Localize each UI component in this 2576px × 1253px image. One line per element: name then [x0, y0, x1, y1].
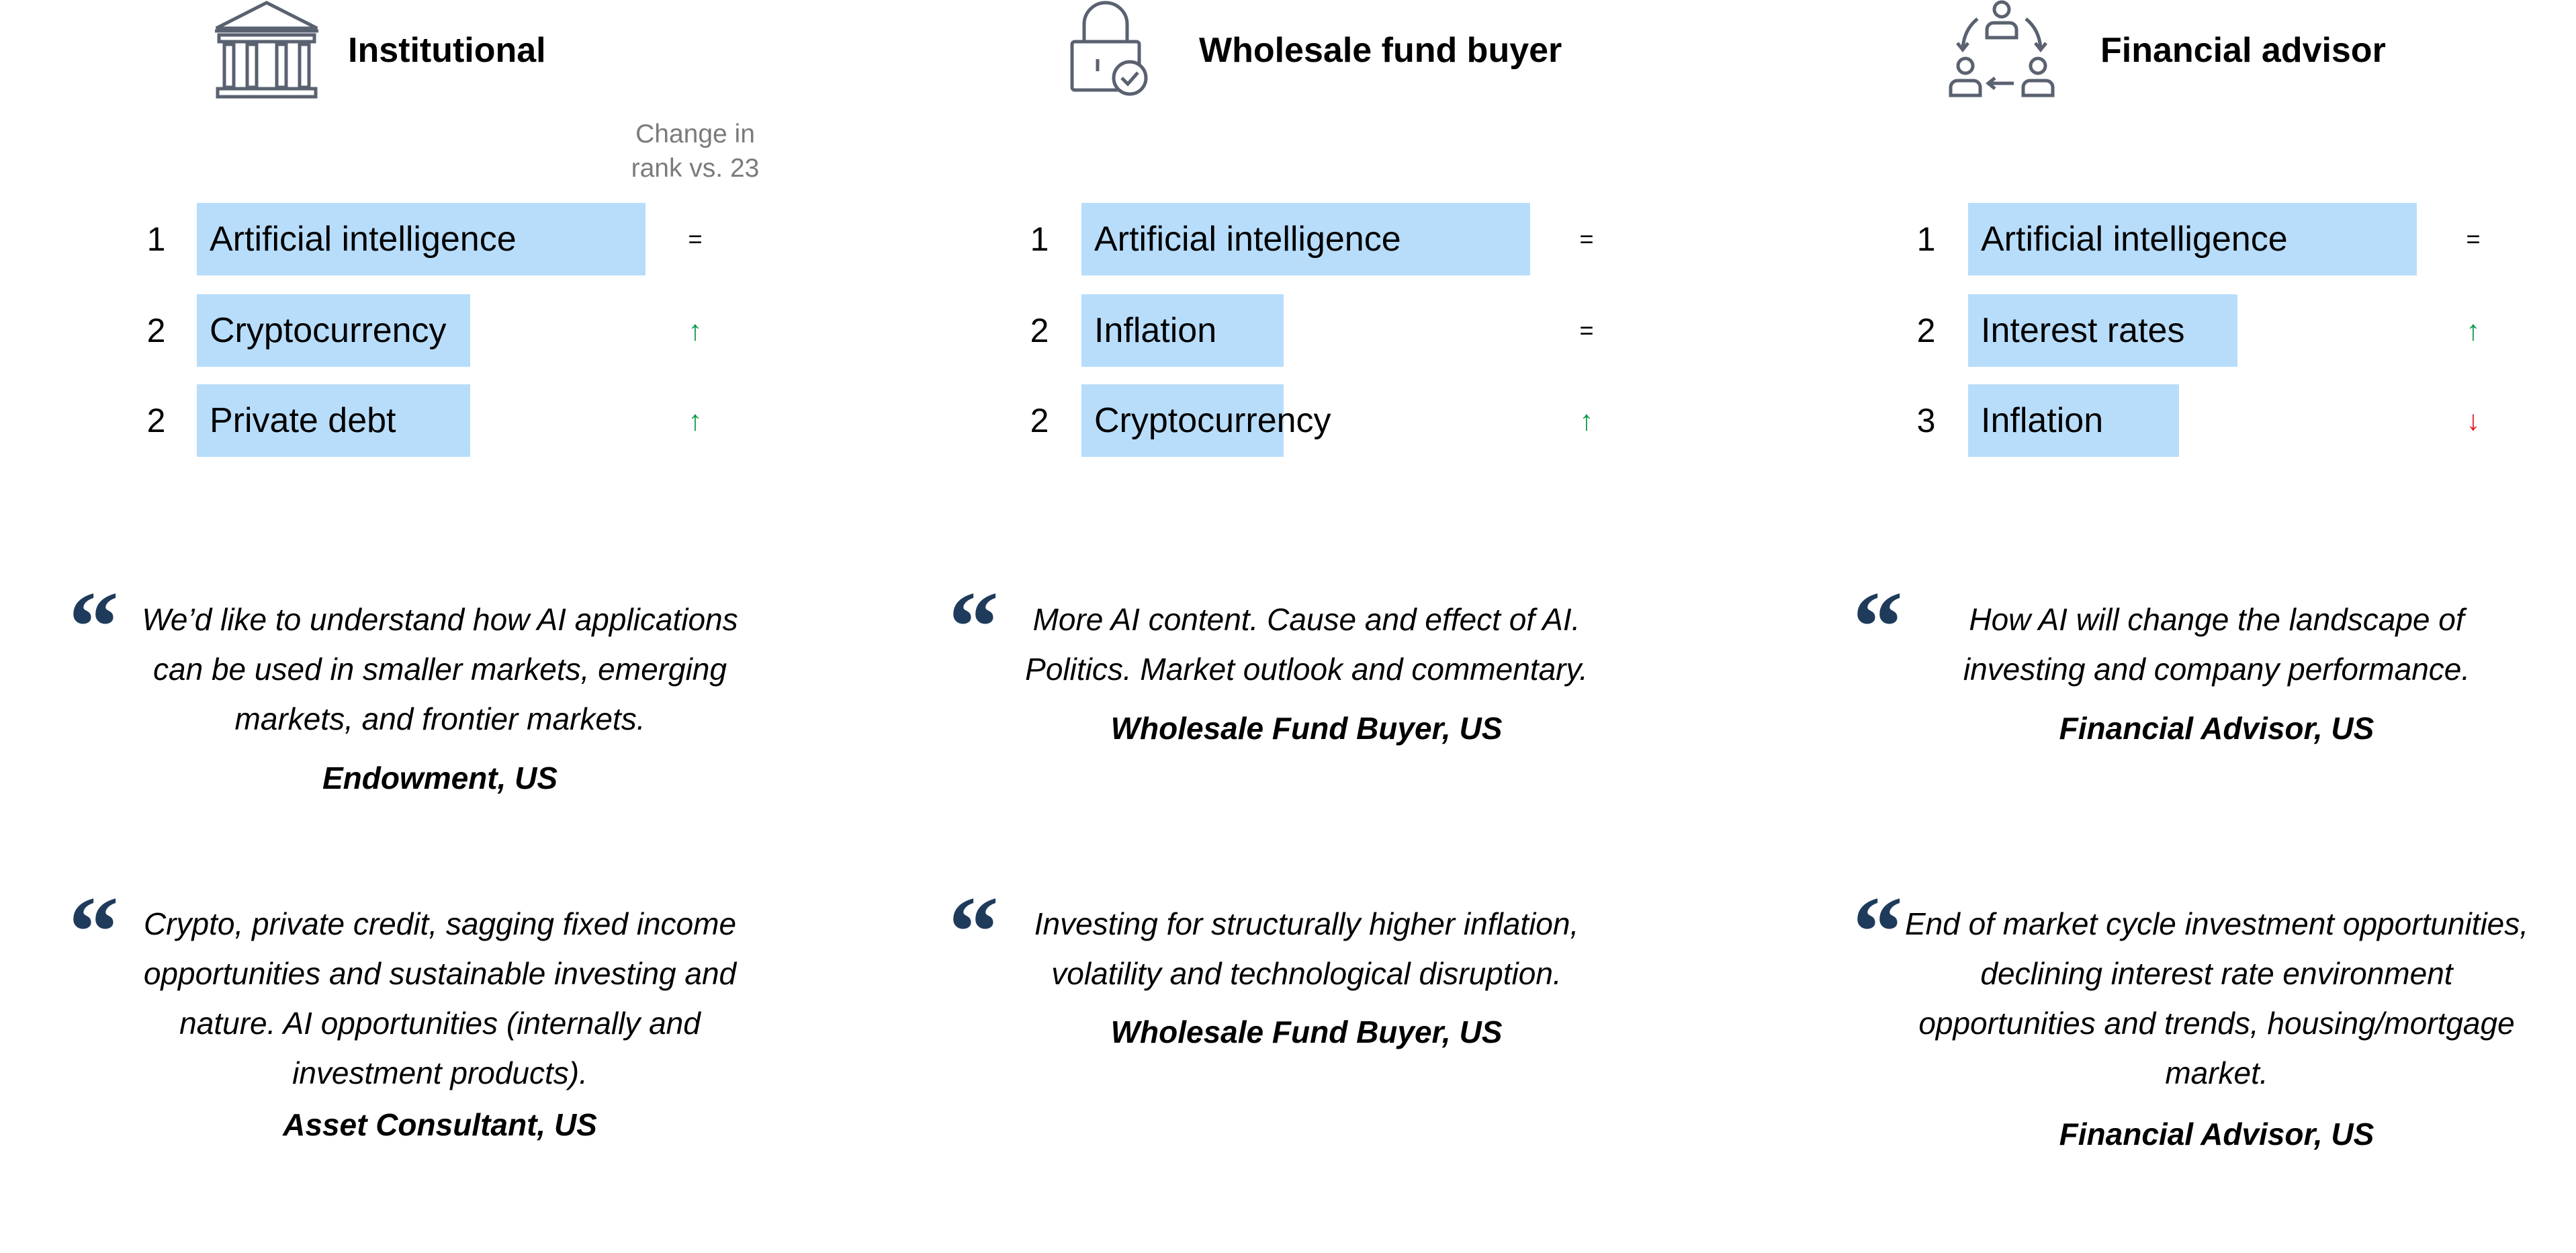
rank-number: 1 [146, 220, 166, 258]
quote-attribution: Asset Consultant, US [283, 1107, 597, 1142]
rank-label: Cryptocurrency [1094, 401, 1331, 440]
padlock-check-icon [1063, 0, 1157, 101]
rank-bar [1081, 384, 1284, 457]
rank-bar [197, 384, 470, 457]
quote-mark-icon: “ [948, 571, 999, 683]
rank-number: 2 [146, 402, 166, 439]
rank-label: Inflation [1981, 401, 2104, 440]
column-wholesale-fund-buyer: Wholesale fund buyer 1 Artificial intell… [887, 0, 1626, 1253]
quote-attribution: Financial Advisor, US [2059, 1117, 2374, 1152]
rank-change-indicator: ↓ [2466, 404, 2481, 436]
rank-label: Private debt [210, 401, 396, 440]
rank-number: 1 [1030, 220, 1049, 258]
rank-number: 1 [1916, 220, 1936, 258]
column-title: Institutional [348, 31, 546, 70]
rank-bar [1081, 294, 1284, 367]
quote-text: More AI content. Cause and effect of AI.… [1025, 602, 1588, 687]
rank-change-indicator: ↑ [688, 314, 703, 346]
rank-number: 2 [1916, 312, 1936, 349]
ranking-row: 2 Cryptocurrency ↑ [1021, 384, 1639, 457]
rank-label: Artificial intelligence [210, 220, 517, 259]
rank-change-indicator: = [688, 225, 703, 253]
rank-bar [1968, 294, 2237, 367]
quote-attribution: Wholesale Fund Buyer, US [1110, 1014, 1503, 1049]
rank-number: 3 [1916, 402, 1936, 439]
quote-attribution: Wholesale Fund Buyer, US [1110, 711, 1503, 746]
quote-attribution: Financial Advisor, US [2059, 711, 2374, 746]
rank-bar [1968, 203, 2417, 275]
column-institutional: Institutional Change in rank vs. 23 1 Ar… [0, 0, 759, 1253]
rank-change-indicator: ↑ [688, 404, 703, 436]
rank-change-indicator: = [1579, 316, 1594, 344]
ranking-row: 1 Artificial intelligence = [1021, 203, 1639, 275]
rank-bar [197, 203, 646, 275]
quote-text: Crypto, private credit, sagging fixed in… [143, 906, 737, 1090]
ranking-row: 2 Inflation = [1021, 294, 1639, 367]
change-rank-header: Change in rank vs. 23 [631, 120, 760, 183]
bank-icon [210, 0, 324, 101]
rank-change-indicator: = [1579, 225, 1594, 253]
rank-label: Interest rates [1981, 311, 2185, 350]
ranking-row: 1 Artificial intelligence = [1908, 203, 2526, 275]
quote-mark-icon: “ [69, 571, 119, 683]
rank-number: 2 [146, 312, 166, 349]
rank-bar [197, 294, 470, 367]
people-cycle-icon [1948, 0, 2055, 101]
rank-number: 2 [1030, 312, 1049, 349]
rank-bar [1081, 203, 1530, 275]
ranking-row: 2 Cryptocurrency ↑ [138, 294, 756, 367]
column-title: Financial advisor [2100, 31, 2386, 70]
rank-bar [1968, 384, 2179, 457]
rank-label: Cryptocurrency [210, 311, 447, 350]
rank-change-indicator: ↑ [1579, 404, 1594, 436]
quote-text: End of market cycle investment opportuni… [1904, 906, 2529, 1090]
rank-number: 2 [1030, 402, 1049, 439]
quote-mark-icon: “ [1853, 571, 1903, 683]
quote-text: We’d like to understand how AI applicati… [142, 602, 738, 736]
rank-label: Artificial intelligence [1094, 220, 1401, 259]
rank-label: Artificial intelligence [1981, 220, 2288, 259]
quote-attribution: Endowment, US [322, 761, 558, 795]
ranking-row: 2 Interest rates ↑ [1908, 294, 2526, 367]
ranking-row: 3 Inflation ↓ [1908, 384, 2526, 457]
ranking-row: 2 Private debt ↑ [138, 384, 756, 457]
quote-mark-icon: “ [1853, 876, 1903, 988]
column-title: Wholesale fund buyer [1199, 31, 1562, 70]
quote-mark-icon: “ [69, 876, 119, 988]
column-financial-advisor: Financial advisor 1 Artificial intellige… [1773, 0, 2528, 1253]
quote-text: Investing for structurally higher inflat… [1034, 906, 1579, 991]
quote-mark-icon: “ [948, 876, 999, 988]
rank-change-indicator: ↑ [2466, 314, 2481, 346]
ranking-row: 1 Artificial intelligence = [138, 203, 756, 275]
rank-change-indicator: = [2466, 225, 2481, 253]
rank-label: Inflation [1094, 311, 1217, 350]
quote-text: How AI will change the landscape of inve… [1963, 602, 2471, 687]
